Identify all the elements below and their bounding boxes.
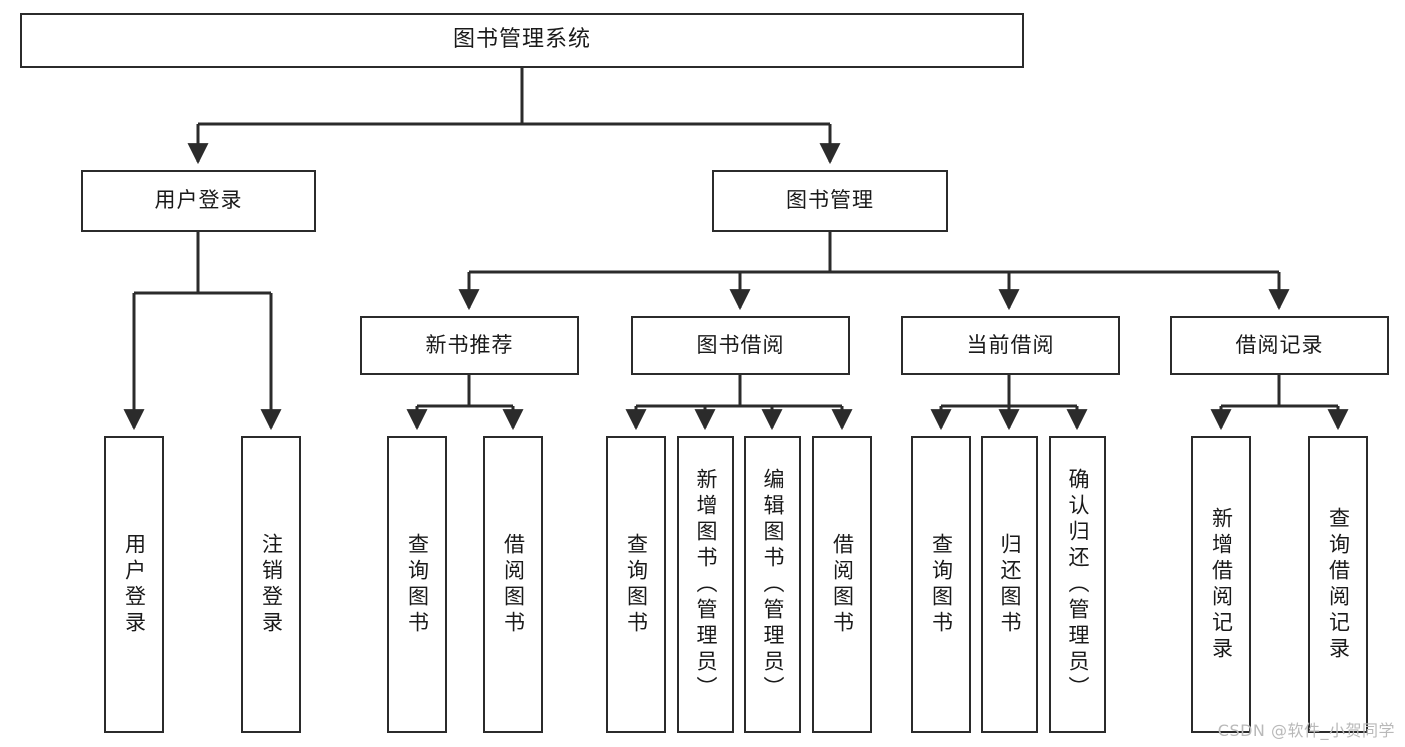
node-root[interactable]: 图书管理系统 (20, 13, 1024, 68)
node-current-borrow-label: 当前借阅 (966, 332, 1055, 357)
node-new-book-recommend-label: 新书推荐 (425, 332, 514, 357)
leaf-add-book-label: 新增图书（管理员） (694, 467, 718, 702)
node-book-borrow-label: 图书借阅 (696, 332, 785, 357)
leaf-return-book-label: 归还图书 (998, 532, 1022, 637)
leaf-borrow-book-1-label: 借阅图书 (501, 532, 526, 637)
leaf-borrow-book-2[interactable]: 借阅图书 (812, 436, 872, 733)
leaf-borrow-book-2-label: 借阅图书 (830, 532, 855, 637)
node-book-manage-label: 图书管理 (786, 188, 874, 213)
leaf-borrow-book-1[interactable]: 借阅图书 (483, 436, 543, 733)
leaf-confirm-return-label: 确认归还（管理员） (1066, 467, 1090, 702)
leaf-query-record-label: 查询借阅记录 (1326, 506, 1351, 663)
leaf-user-login[interactable]: 用户登录 (104, 436, 164, 733)
leaf-logout-login[interactable]: 注销登录 (241, 436, 301, 733)
node-new-book-recommend[interactable]: 新书推荐 (360, 316, 579, 375)
leaf-confirm-return[interactable]: 确认归还（管理员） (1049, 436, 1106, 733)
leaf-return-book[interactable]: 归还图书 (981, 436, 1038, 733)
node-root-label: 图书管理系统 (452, 27, 591, 53)
leaf-query-book-1[interactable]: 查询图书 (387, 436, 447, 733)
leaf-add-record[interactable]: 新增借阅记录 (1191, 436, 1251, 733)
leaf-query-book-2-label: 查询图书 (624, 532, 649, 637)
node-user-login-label: 用户登录 (154, 188, 243, 213)
leaf-edit-book[interactable]: 编辑图书（管理员） (744, 436, 801, 733)
node-book-manage[interactable]: 图书管理 (712, 170, 948, 232)
watermark: CSDN @软件_小贺同学 (1217, 721, 1395, 740)
node-borrow-record-label: 借阅记录 (1235, 332, 1324, 357)
leaf-add-book[interactable]: 新增图书（管理员） (677, 436, 734, 733)
node-borrow-record[interactable]: 借阅记录 (1170, 316, 1389, 375)
leaf-user-login-label: 用户登录 (122, 532, 147, 637)
node-book-borrow[interactable]: 图书借阅 (631, 316, 850, 375)
leaf-query-book-3[interactable]: 查询图书 (911, 436, 971, 733)
leaf-edit-book-label: 编辑图书（管理员） (761, 467, 785, 702)
leaf-query-book-2[interactable]: 查询图书 (606, 436, 666, 733)
leaf-query-record[interactable]: 查询借阅记录 (1308, 436, 1368, 733)
node-current-borrow[interactable]: 当前借阅 (901, 316, 1120, 375)
leaf-logout-login-label: 注销登录 (259, 532, 284, 637)
node-user-login[interactable]: 用户登录 (81, 170, 316, 232)
leaf-query-book-3-label: 查询图书 (929, 532, 954, 637)
leaf-add-record-label: 新增借阅记录 (1209, 506, 1234, 663)
leaf-query-book-1-label: 查询图书 (405, 532, 430, 637)
